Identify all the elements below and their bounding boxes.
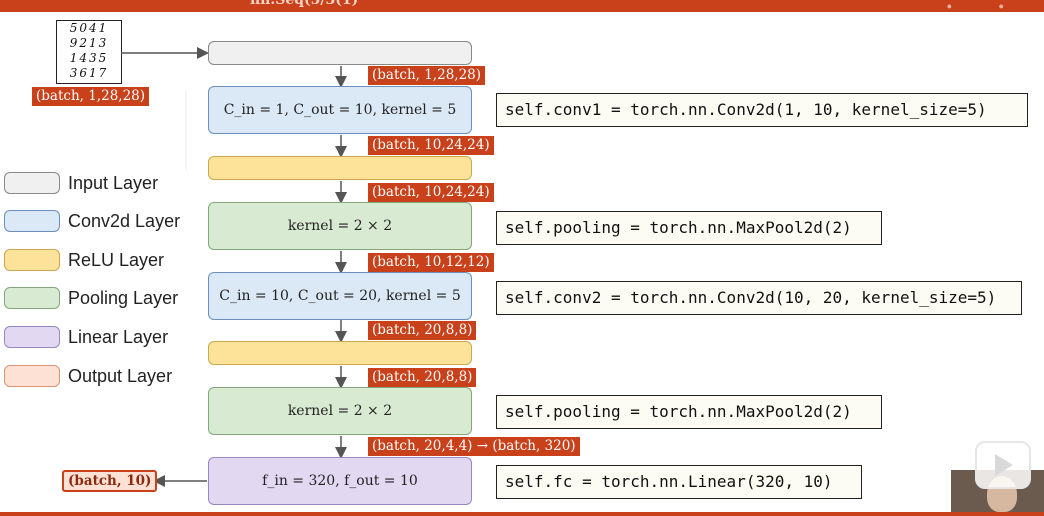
legend-swatch [4, 210, 60, 232]
shape-tag-3: (batch, 10,24,24) [368, 183, 494, 202]
legend-label: Pooling Layer [68, 287, 179, 308]
digit-row: 5041 [69, 21, 109, 35]
conv2-params: C_in = 10, C_out = 20, kernel = 5 [219, 288, 461, 304]
pool2-params: kernel = 2 × 2 [287, 403, 393, 419]
legend-label: Input Layer [68, 172, 159, 193]
conv1-params: C_in = 1, C_out = 10, kernel = 5 [223, 102, 457, 118]
legend-conv2d: Conv2d Layer [4, 209, 180, 233]
mnist-sample-image: 5041 9213 1435 3617 [56, 20, 122, 84]
legend-output: Output Layer [4, 364, 172, 388]
shape-tag-1: (batch, 1,28,28) [368, 66, 486, 85]
input-shape-tag: (batch, 1,28,28) [32, 87, 150, 106]
play-icon [995, 454, 1013, 476]
fc-params: f_in = 320, f_out = 10 [262, 473, 418, 489]
legend-label: Output Layer [68, 365, 173, 386]
digit-row: 3617 [69, 66, 109, 80]
legend-swatch [4, 249, 60, 271]
relu1-layer-box [208, 156, 472, 180]
slide-top-bar: nn.Seq(5/3(1) ● ● [0, 0, 1044, 12]
legend-swatch [4, 287, 60, 309]
code-fc: self.fc = torch.nn.Linear(320, 10) [496, 465, 862, 499]
input-layer-box [208, 41, 472, 65]
shape-tag-6: (batch, 20,8,8) [368, 368, 477, 387]
relu2-layer-box [208, 341, 472, 365]
legend-input: Input Layer [4, 171, 158, 195]
fc-layer-box: f_in = 320, f_out = 10 [208, 457, 472, 505]
legend-linear: Linear Layer [4, 325, 168, 349]
code-pool1: self.pooling = torch.nn.MaxPool2d(2) [496, 211, 882, 245]
shape-tag-5: (batch, 20,8,8) [368, 321, 477, 340]
legend-label: ReLU Layer [68, 249, 165, 270]
shape-tag-2: (batch, 10,24,24) [368, 136, 494, 155]
code-pool2: self.pooling = torch.nn.MaxPool2d(2) [496, 395, 882, 429]
code-conv2: self.conv2 = torch.nn.Conv2d(10, 20, ker… [496, 281, 1022, 315]
digit-row: 1435 [69, 51, 109, 65]
legend-swatch [4, 172, 60, 194]
pool1-layer-box: kernel = 2 × 2 [208, 202, 472, 250]
legend-relu: ReLU Layer [4, 248, 164, 272]
digit-row: 9213 [69, 36, 109, 50]
slide-title: nn.Seq(5/3(1) [250, 0, 359, 8]
legend-swatch [4, 326, 60, 348]
window-controls: ● ● [946, 1, 1026, 11]
conv1-layer-box: C_in = 1, C_out = 10, kernel = 5 [208, 86, 472, 134]
play-button[interactable] [975, 441, 1031, 489]
conv2-layer-box: C_in = 10, C_out = 20, kernel = 5 [208, 272, 472, 320]
legend-pooling: Pooling Layer [4, 286, 178, 310]
legend-swatch [4, 365, 60, 387]
shape-tag-7: (batch, 20,4,4) → (batch, 320) [368, 437, 580, 456]
pool1-params: kernel = 2 × 2 [287, 218, 393, 234]
code-conv1: self.conv1 = torch.nn.Conv2d(1, 10, kern… [496, 93, 1028, 127]
legend-label: Conv2d Layer [68, 210, 181, 231]
slide-bottom-bar [0, 512, 1044, 516]
pool2-layer-box: kernel = 2 × 2 [208, 387, 472, 435]
legend-label: Linear Layer [68, 326, 169, 347]
shape-tag-4: (batch, 10,12,12) [368, 253, 494, 272]
output-shape-tag: (batch, 10) [62, 470, 158, 492]
